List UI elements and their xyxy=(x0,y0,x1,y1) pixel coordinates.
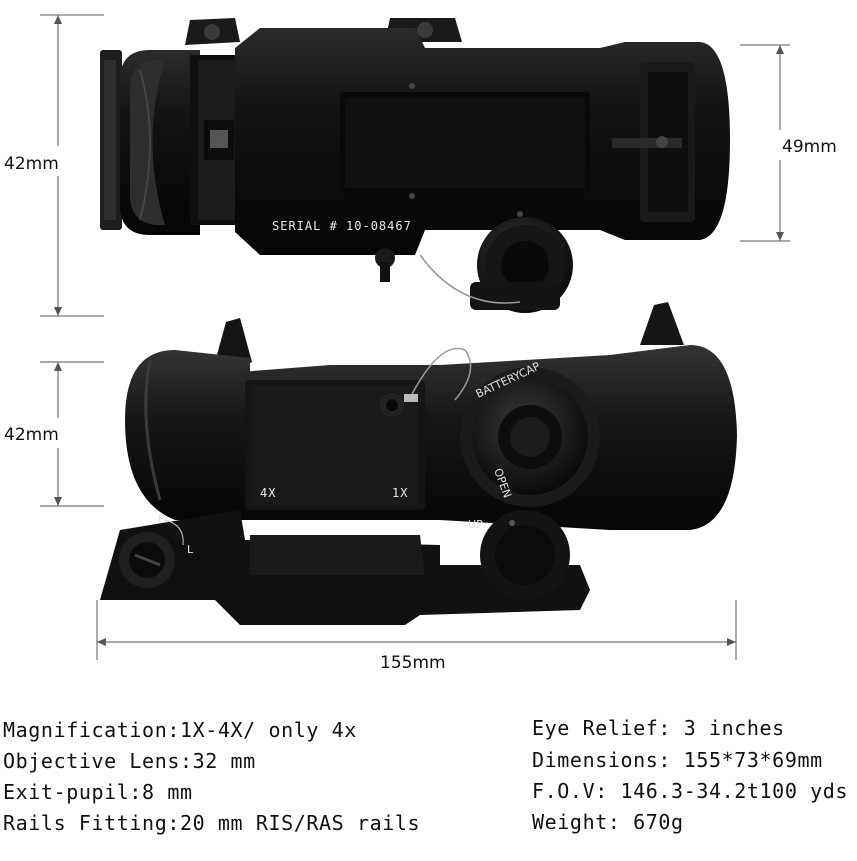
r-engraving: R xyxy=(158,512,166,525)
spec-magnification: Magnification:1X-4X/ only 4x xyxy=(3,718,357,742)
up-engraving: UP xyxy=(468,518,483,531)
dimension-lines xyxy=(40,14,790,660)
side-height-label: 42mm xyxy=(4,425,59,445)
scope-side-view: 4X 1X BATTERYCAP OPEN R L UP xyxy=(100,302,737,625)
top-diameter-label: 49mm xyxy=(782,137,837,157)
spec-eye-relief: Eye Relief: 3 inches xyxy=(532,716,785,740)
spec-fov: F.O.V: 146.3-34.2t100 yds xyxy=(532,779,849,803)
dimension-arrows xyxy=(54,15,784,646)
spec-rails-fitting: Rails Fitting:20 mm RIS/RAS rails xyxy=(3,811,421,835)
spec-exit-pupil: Exit-pupil:8 mm xyxy=(3,780,193,804)
spec-weight: Weight: 670g xyxy=(532,810,684,834)
top-height-label: 42mm xyxy=(4,154,59,174)
mag-1x-engraving: 1X xyxy=(392,486,408,500)
spec-dimensions: Dimensions: 155*73*69mm xyxy=(532,748,823,772)
spec-objective-lens: Objective Lens:32 mm xyxy=(3,749,256,773)
l-engraving: L xyxy=(187,543,194,556)
length-label: 155mm xyxy=(380,653,446,673)
serial-engraving: SERIAL # 10-08467 xyxy=(272,219,412,233)
mag-4x-engraving: 4X xyxy=(260,486,276,500)
scope-top-view: SERIAL # 10-08467 xyxy=(100,18,730,313)
